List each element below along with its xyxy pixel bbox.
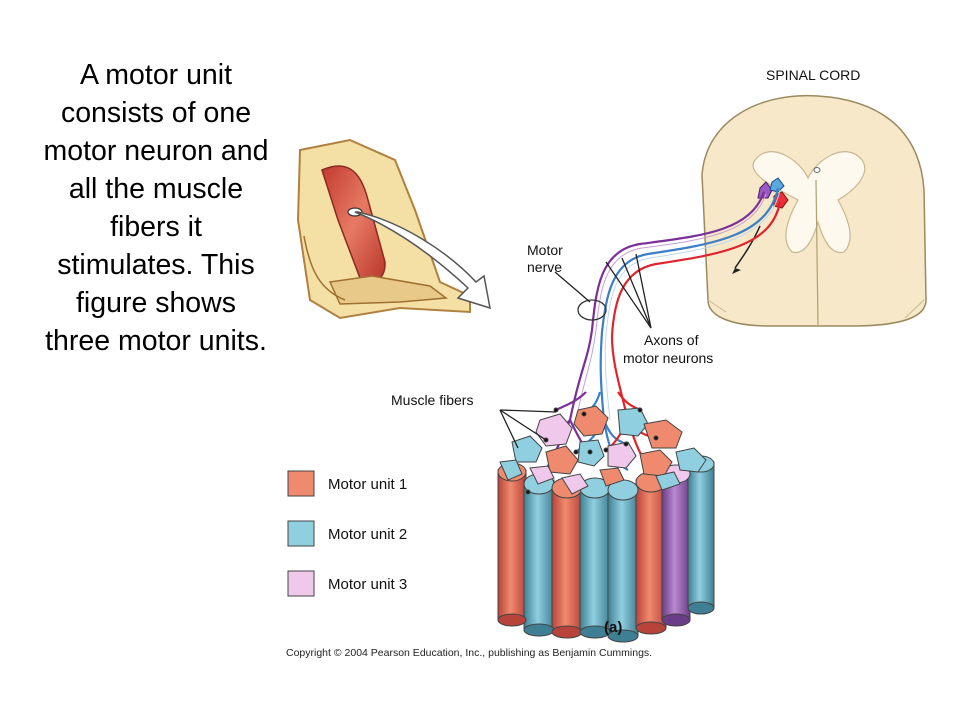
muscle-fiber-bundle bbox=[497, 405, 715, 643]
label-axons-line2: motor neurons bbox=[623, 350, 713, 366]
label-axons: Axons of bbox=[644, 332, 699, 348]
legend-label-unit1: Motor unit 1 bbox=[328, 476, 407, 493]
legend-swatch-unit3 bbox=[287, 570, 315, 597]
axon-unit1 bbox=[610, 201, 782, 421]
axon-unit2 bbox=[599, 187, 780, 421]
label-muscle-fibers: Muscle fibers bbox=[391, 392, 473, 408]
neuron-unit3 bbox=[757, 181, 773, 199]
caption-line: motor neuron and bbox=[43, 135, 269, 167]
caption-line: all the muscle bbox=[68, 173, 244, 205]
copyright-notice: Copyright © 2004 Pearson Education, Inc.… bbox=[286, 647, 652, 659]
legend-swatch-unit1 bbox=[287, 470, 315, 497]
nerve-sheath bbox=[577, 299, 607, 321]
neuron-unit1 bbox=[773, 191, 789, 209]
caption-line: consists of one bbox=[60, 97, 252, 129]
axon-unit3 bbox=[568, 191, 766, 421]
caption-line: A motor unit bbox=[79, 59, 233, 91]
caption-line: figure shows bbox=[76, 287, 236, 319]
legend-swatch-unit2 bbox=[287, 520, 315, 547]
legend: Motor unit 1 Motor unit 2 Motor unit 3 bbox=[287, 470, 407, 597]
caption-line: stimulates. This bbox=[57, 249, 255, 281]
label-spinal-cord: SPINAL CORD bbox=[766, 67, 860, 83]
arm-illustration bbox=[296, 138, 471, 320]
zoom-arrow bbox=[354, 211, 491, 310]
spinal-cord bbox=[701, 94, 927, 327]
caption-line: three motor units. bbox=[45, 325, 267, 357]
legend-label-unit3: Motor unit 3 bbox=[328, 576, 407, 593]
neuron-unit2 bbox=[769, 177, 785, 193]
label-panel: (a) bbox=[604, 619, 622, 636]
caption-line: fibers it bbox=[110, 211, 202, 243]
slide-caption: A motor unit consists of one motor neuro… bbox=[8, 56, 304, 360]
legend-label-unit2: Motor unit 2 bbox=[328, 526, 407, 543]
leader-lines bbox=[499, 253, 652, 449]
label-motor-nerve: Motor bbox=[527, 242, 563, 258]
label-motor-nerve-line2: nerve bbox=[527, 259, 562, 275]
